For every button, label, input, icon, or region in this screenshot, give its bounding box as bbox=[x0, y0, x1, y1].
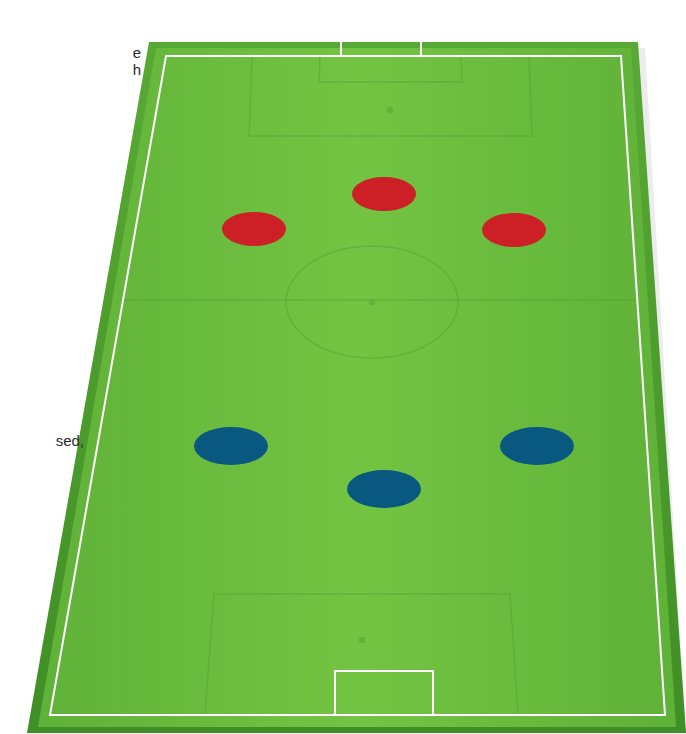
blue-player bbox=[347, 470, 421, 508]
pitch-border bbox=[27, 42, 686, 733]
red-player bbox=[222, 212, 286, 246]
text-fragment: e bbox=[133, 44, 141, 61]
pitch-grass bbox=[38, 48, 676, 727]
red-player bbox=[482, 213, 546, 247]
blue-player bbox=[500, 427, 574, 465]
blue-player bbox=[194, 427, 268, 465]
faint-markings bbox=[123, 56, 638, 714]
text-fragment: sed, bbox=[56, 432, 84, 449]
red-player bbox=[352, 177, 416, 211]
text-fragment: h bbox=[133, 61, 141, 78]
touch-line bbox=[50, 56, 665, 715]
top-goal bbox=[341, 14, 421, 56]
bottom-goal bbox=[335, 671, 433, 715]
top-goal-net bbox=[346, 22, 416, 23]
